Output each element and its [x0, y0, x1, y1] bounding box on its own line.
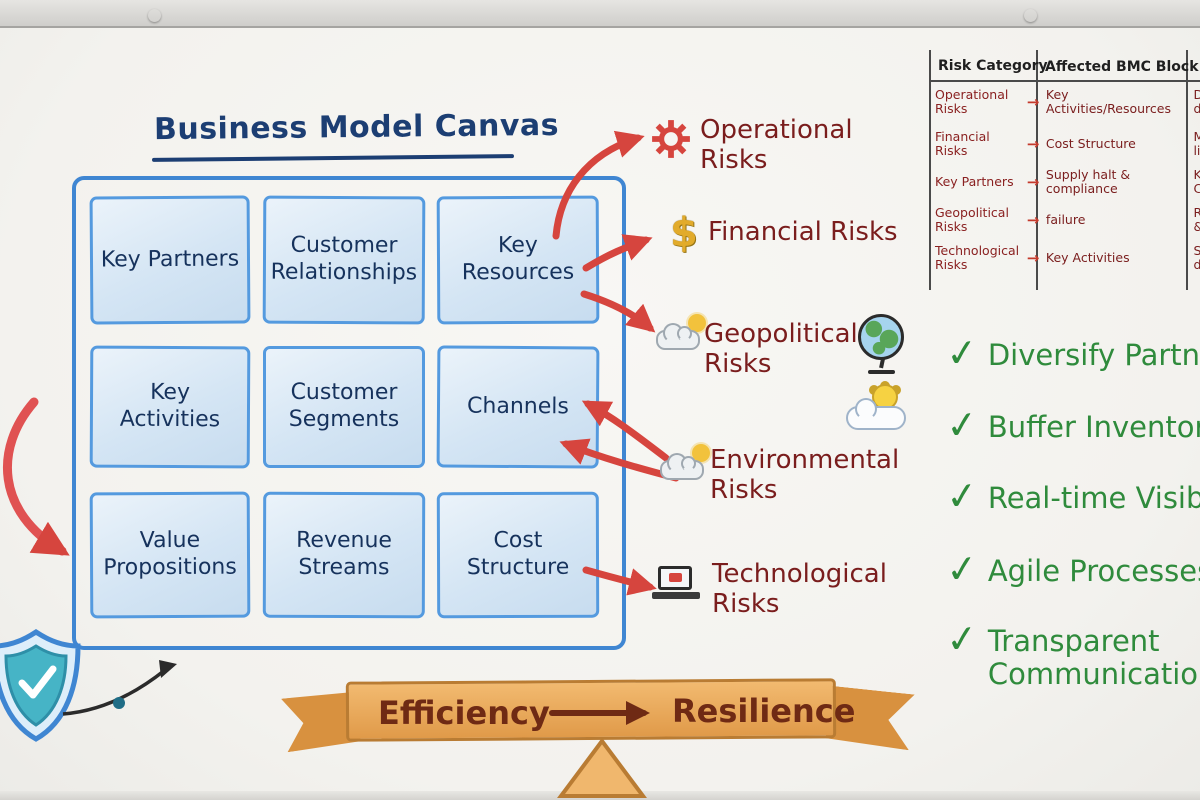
risk-technological: Technological Risks — [712, 559, 887, 619]
globe-icon — [858, 314, 906, 378]
risk-geopolitical: Geopolitical Risks — [704, 319, 858, 379]
doodle-dot — [113, 697, 125, 709]
doodle-arrowhead — [159, 660, 177, 678]
checklist-item-transparent-communication: ✓ Transparent Communication — [943, 615, 1200, 692]
table-header-affected-block: Affected BMC Block — [1045, 59, 1199, 75]
arrow-right-icon: → — [1026, 93, 1040, 112]
block-customer-relationships: Customer Relationships — [262, 195, 426, 325]
row-note: Ke Ch — [1193, 167, 1200, 197]
wall-rail — [0, 0, 1200, 28]
cloud-sun-icon — [656, 314, 708, 354]
title-underline — [151, 154, 515, 162]
cloud-icon — [660, 453, 704, 480]
row-block: Key Activities — [1045, 250, 1130, 266]
arrow-right-icon: → — [1026, 249, 1040, 268]
row-category: Operational Risks — [935, 87, 1009, 117]
gear-icon — [650, 118, 692, 160]
cloud-icon — [846, 398, 906, 430]
table-row: Technological Risks → Key Activities Sy … — [935, 243, 1200, 273]
block-channels: Channels — [436, 345, 600, 469]
row-note: Sy da — [1193, 243, 1200, 273]
checklist-item-diversify-partners: ✓ Diversify Partners — [943, 329, 1200, 377]
risk-financial: Financial Risks — [708, 217, 898, 247]
dollar-icon: $ — [670, 210, 698, 256]
block-key-partners: Key Partners — [89, 195, 251, 325]
efficiency-label: Efficiency — [378, 694, 550, 732]
checklist-label: Buffer Inventory — [987, 410, 1200, 444]
globe-base — [868, 370, 895, 374]
laptop-alert-glyph — [669, 573, 682, 582]
checklist-label: Agile Processes — [987, 554, 1200, 588]
check-icon: ✓ — [943, 472, 981, 520]
table-column-divider — [1036, 50, 1038, 290]
screw-icon — [148, 9, 161, 22]
sun-icon — [692, 444, 710, 462]
check-icon: ✓ — [943, 545, 981, 593]
row-block: Supply halt & compliance — [1045, 167, 1131, 197]
pointer-doodle — [62, 660, 177, 716]
row-category: Key Partners — [935, 174, 1014, 190]
shield-check-icon — [0, 628, 81, 742]
row-note: Di de — [1193, 87, 1200, 117]
risk-environmental: Environmental Risks — [710, 445, 900, 505]
arrow-left-to-value-propositions — [3, 397, 70, 556]
block-revenue-streams: Revenue Streams — [262, 491, 426, 619]
cloud-sun-icon — [660, 444, 712, 484]
laptop-icon — [652, 566, 700, 602]
checklist-item-agile-processes: ✓ Agile Processes — [943, 545, 1200, 593]
doodle-line — [62, 668, 167, 716]
checklist-item-buffer-inventory: ✓ Buffer Inventory — [943, 401, 1200, 449]
block-value-propositions: Value Propositions — [89, 491, 251, 619]
check-icon: ✓ — [943, 329, 981, 377]
shield-checkmark — [18, 665, 57, 699]
checklist-label: Transparent Communication — [987, 624, 1200, 692]
table-row: Geopolitical Risks → failure Re & l — [935, 205, 1200, 235]
block-cost-structure: Cost Structure — [436, 491, 600, 619]
check-icon: ✓ — [943, 615, 981, 663]
page-title: Business Model Canvas — [153, 107, 560, 148]
row-block: failure — [1045, 212, 1086, 228]
cloud-icon — [656, 323, 700, 350]
fulcrum-triangle — [557, 738, 647, 798]
block-key-resources: Key Resources — [436, 195, 600, 325]
table-row: Financial Risks → Cost Structure M liq — [935, 129, 1200, 159]
idea-cloud-icon — [846, 382, 912, 436]
row-note: Re & l — [1193, 205, 1200, 234]
table-row: Key Partners → Supply halt & compliance … — [935, 167, 1200, 197]
globe-ball — [858, 314, 904, 360]
table-header-risk-category: Risk Category — [938, 58, 1048, 74]
row-category: Financial Risks — [935, 129, 990, 159]
checklist-item-real-time-visibility: ✓ Real-time Visibility — [943, 472, 1200, 520]
block-customer-segments: Customer Segments — [263, 346, 425, 468]
row-block: Cost Structure — [1045, 136, 1136, 152]
row-block: Key Activities/Resources — [1045, 87, 1171, 117]
checklist-label: Diversify Partners — [987, 338, 1200, 372]
arrow-right-icon: → — [1026, 173, 1040, 192]
arrow-right-icon: → — [1026, 135, 1040, 154]
sun-icon — [688, 314, 706, 332]
row-category: Technological Risks — [935, 243, 1020, 273]
laptop-base — [652, 592, 700, 599]
row-category: Geopolitical Risks — [935, 205, 1009, 235]
table-header-rule — [929, 80, 1200, 82]
checklist-label: Real-time Visibility — [987, 481, 1200, 515]
arrow-right-icon: → — [1026, 211, 1040, 230]
resilience-label: Resilience — [672, 692, 856, 730]
table-column-divider — [1186, 50, 1188, 290]
screw-icon — [1024, 9, 1037, 22]
lightbulb-icon — [872, 384, 898, 410]
table-border-left — [929, 50, 931, 290]
check-icon: ✓ — [943, 401, 981, 449]
row-note: M liq — [1193, 129, 1200, 159]
block-key-activities: Key Activities — [89, 345, 251, 469]
table-row: Operational Risks → Key Activities/Resou… — [935, 87, 1200, 117]
laptop-screen — [658, 566, 692, 590]
risk-operational: Operational Risks — [700, 115, 853, 175]
